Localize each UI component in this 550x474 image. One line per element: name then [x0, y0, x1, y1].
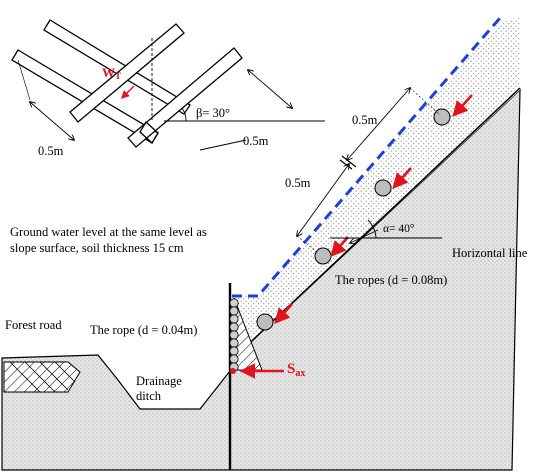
grid-dim-left — [30, 102, 74, 140]
horizontal-line-label: Horizontal line — [452, 246, 528, 260]
alpha-arc — [367, 219, 377, 239]
sax-point — [230, 368, 236, 374]
groundwater-text-1: Ground water level at the same level as — [10, 225, 207, 239]
alpha-pointer — [350, 229, 379, 243]
beta-arc — [181, 107, 187, 122]
large-rope — [314, 247, 332, 265]
dim-label-right: 0.5m — [243, 134, 269, 148]
dim-line-lower — [297, 164, 349, 236]
large-rope — [256, 313, 274, 331]
sax-label: Sax — [287, 361, 305, 379]
forest-road-block — [3, 361, 81, 393]
grid-dim-right — [248, 70, 292, 108]
force-arrows — [274, 94, 473, 324]
large-rope — [433, 108, 451, 126]
groundwater-text-2: slope surface, soil thickness 15 cm — [10, 241, 184, 255]
grid-dim-bottom — [199, 139, 247, 151]
dim-line-upper — [347, 88, 410, 160]
drainage-label-2: ditch — [136, 389, 162, 403]
rope-grid-detail — [11, 19, 243, 148]
dim-label-top: 0.5m — [352, 113, 378, 127]
drainage-label-1: Drainage — [136, 374, 182, 388]
ropes-large-label: The ropes (d = 0.08m) — [335, 273, 447, 287]
large-ropes — [256, 108, 451, 331]
large-rope — [374, 179, 392, 197]
small-rope-stack — [229, 298, 239, 372]
wt-arrow — [121, 85, 135, 99]
alpha-label: α= 40° — [383, 223, 415, 235]
forest-road-label: Forest road — [5, 318, 62, 332]
wt-label: WT — [102, 65, 121, 81]
dim-label-mid: 0.5m — [285, 176, 311, 190]
dim-label-left: 0.5m — [38, 144, 64, 158]
water-table-line — [232, 17, 502, 298]
beta-label: β= 30° — [196, 106, 230, 120]
rope-small-label: The rope (d = 0.04m) — [90, 323, 197, 337]
grid-overlaps — [139, 120, 159, 145]
